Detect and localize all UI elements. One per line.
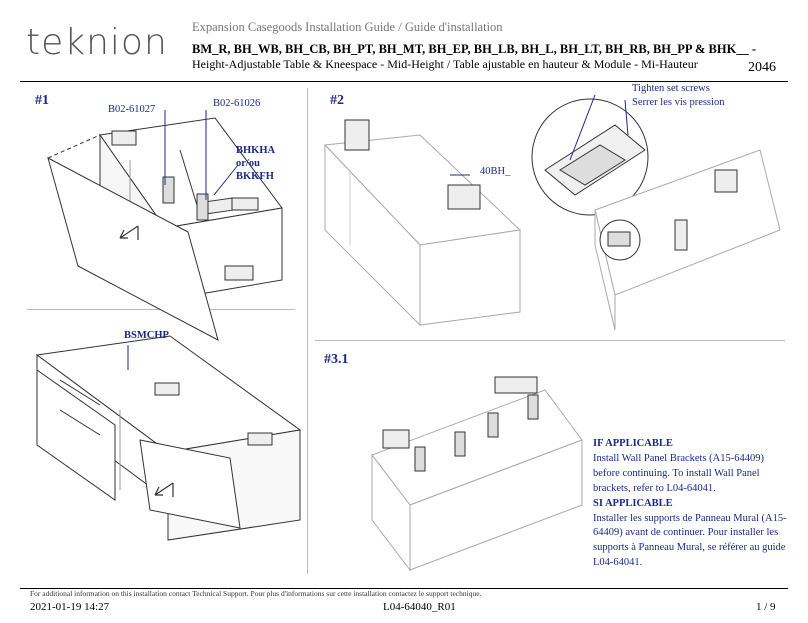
teknion-logo: teknion [26,22,168,63]
note-body-fr: Installer les supports de Panneau Mural … [593,512,787,569]
part-b02-61027: B02-61027 [108,104,156,115]
note-head-fr: SI APPLICABLE [593,497,673,509]
guide-title: Expansion Casegoods Installation Guide /… [192,20,503,34]
footer-date: 2021-01-19 14:27 [30,601,110,613]
footer-divider [20,588,788,589]
part-bsmchp: BSMCHP [124,330,169,341]
kit-bkkfh: BKKFH [236,171,274,182]
part-b02-61026: B02-61026 [213,98,261,109]
step2-label: #2 [330,93,344,108]
header-divider [20,81,788,82]
kit-bhkha: BHKHA [236,145,276,156]
footer-info: For additional information on this insta… [30,589,482,598]
step3-note: IF APPLICABLE Install Wall Panel Bracket… [593,437,788,571]
step2-detail-illustration [531,98,781,331]
note-head-en: IF APPLICABLE [593,438,673,449]
right-section-divider [315,340,785,341]
step1-cabinet-illustration [47,117,283,341]
footer-doc-number: L04-64040_R01 [383,601,456,613]
step1-drawer-cabinet-illustration [35,335,302,541]
center-divider [307,88,308,574]
callout-tighten-fr: Serrer les vis pression [632,97,725,108]
step1-label: #1 [35,93,49,108]
part-40bh: 40BH_ [480,166,511,177]
kit-or: or/ou [236,158,260,169]
footer-page-number: 1 / 9 [756,601,776,613]
step1-drawer-arrow-icon [154,482,174,497]
product-subtitle: Height-Adjustable Table & Kneespace - Mi… [192,57,698,71]
page-code: 2046 [748,60,776,75]
step3-label: #3.1 [324,352,349,367]
step2-frame-illustration [323,119,522,327]
step3-bracket-illustration [371,376,583,572]
step1-arrow-icon [119,225,139,240]
note-body-en: Install Wall Panel Brackets (A15-64409) … [593,452,765,494]
model-list: BM_R, BH_WB, BH_CB, BH_PT, BH_MT, BH_EP,… [192,42,757,56]
callout-tighten-en: Tighten set screws [632,83,710,94]
